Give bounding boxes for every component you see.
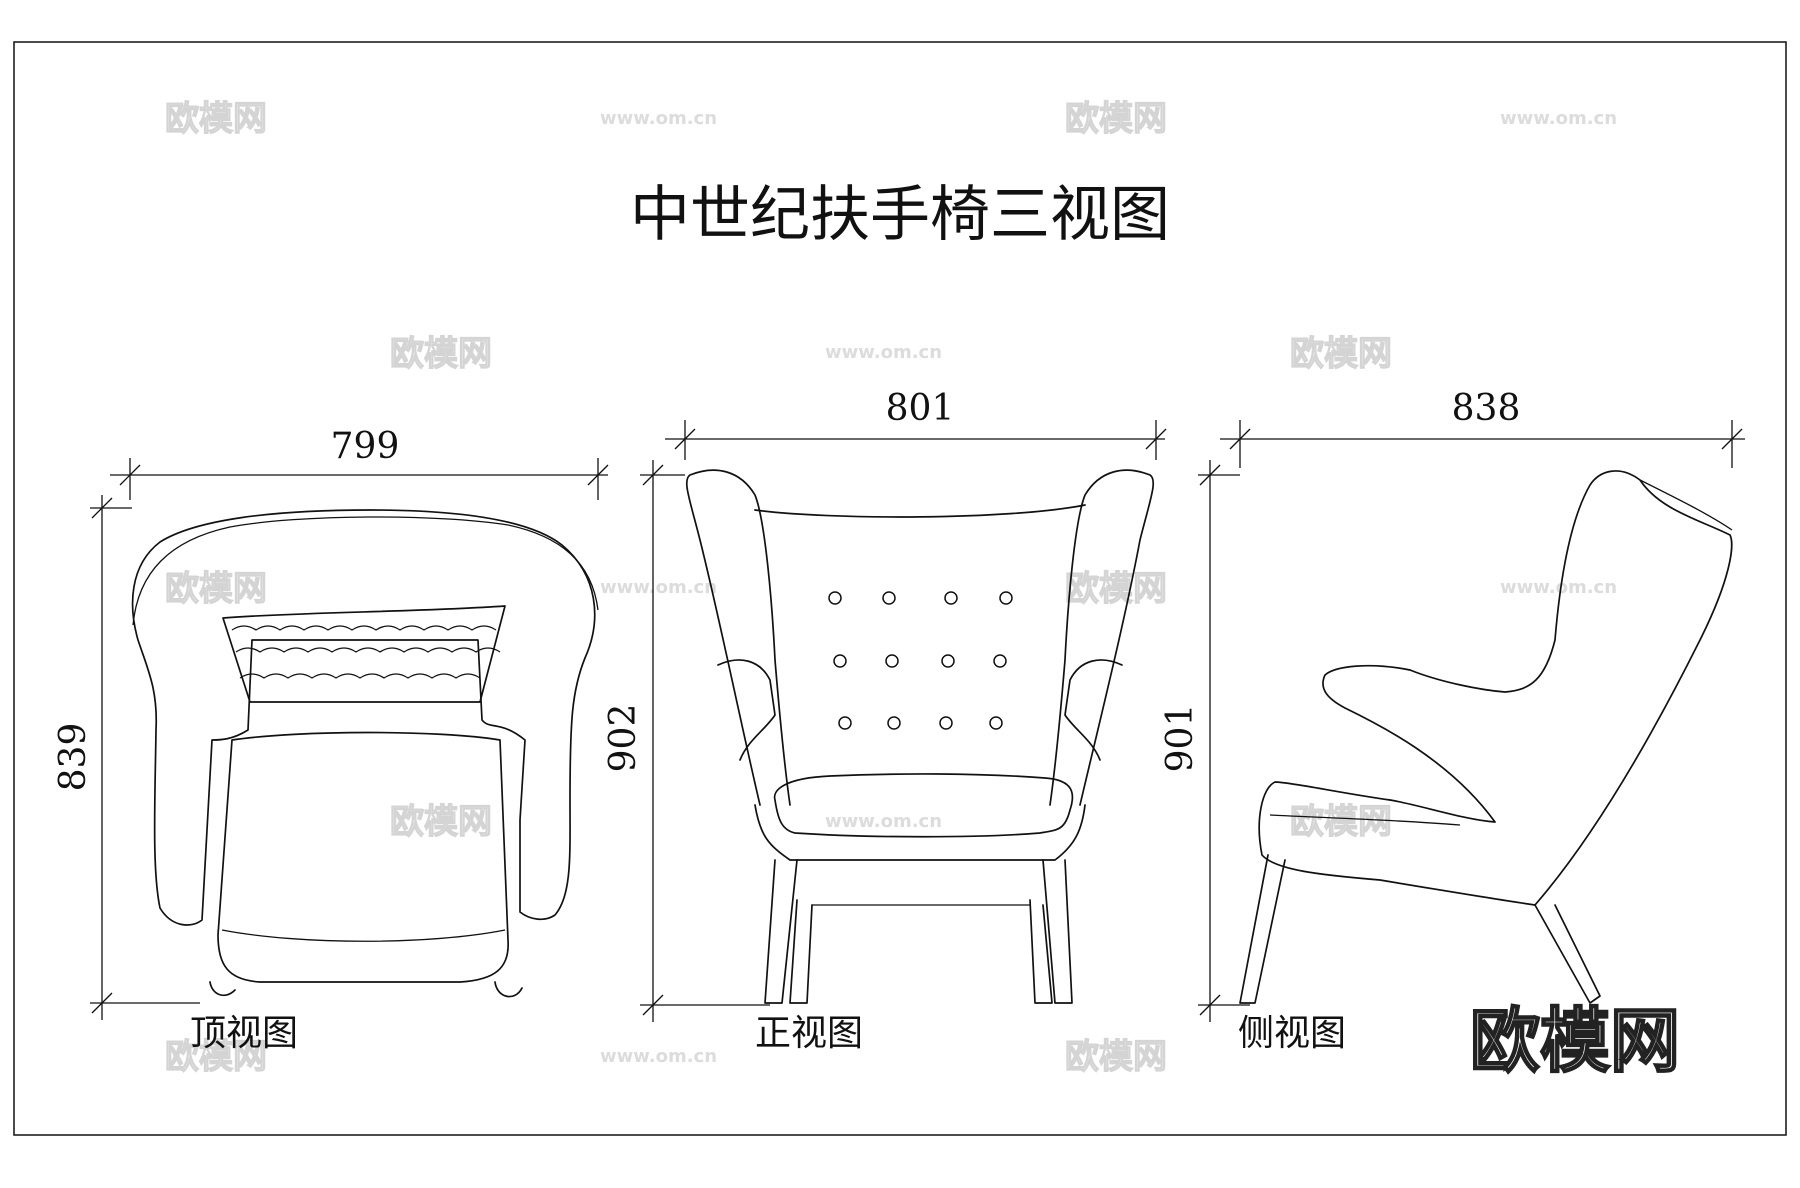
watermark-brand: 欧模网 [1065,99,1167,139]
tufting-button [882,591,896,605]
side-back-top-edge [1639,479,1733,531]
watermark-url: www.om.cn [825,811,942,832]
top-seat-cushion [217,731,509,983]
page-title: 中世纪扶手椅三视图 [630,180,1170,250]
top-backrest [222,605,506,703]
top-back-roll-1 [231,625,497,631]
side-height-value: 901 [1160,704,1201,773]
side-back-shell [1409,470,1733,906]
side-seat [1258,781,1536,906]
top-seat-front-edge [221,929,506,942]
front-right-armrest [1064,659,1123,761]
tufting-button [939,716,953,730]
front-leg-back-left [789,899,813,1004]
tick-mark [674,428,696,450]
tick-mark [642,464,664,486]
tufting-button [941,654,955,668]
watermark-url: www.om.cn [825,342,942,363]
watermark-url: www.om.cn [1500,577,1617,598]
front-left-wing [685,469,791,806]
tick-mark [91,497,113,519]
tick-mark [1145,428,1167,450]
front-leg-back-right [1029,899,1053,1004]
top-depth-value: 839 [53,723,94,792]
side-leg-front [1239,854,1286,1004]
top-back-roll-3 [239,673,481,679]
watermark-layer: 欧模网 www.om.cn 欧模网 www.om.cn 欧模网 www.om.c… [164,98,1617,1077]
front-leg-front-right [1042,859,1073,1004]
top-foot-right [494,981,523,998]
tufting-button [887,716,901,730]
tufting-button [828,591,842,605]
front-height-value: 902 [603,704,644,773]
tick-mark [642,994,664,1016]
tufting-button [989,716,1003,730]
tufting-button [993,654,1007,668]
side-leg-back [1534,904,1601,1004]
side-seat-edge [1269,814,1461,826]
watermark-brand: 欧模网 [1290,802,1392,842]
watermark-brand: 欧模网 [165,1037,267,1077]
front-view: 801 902 [603,388,1167,1054]
tufting-button [838,716,852,730]
front-view-label: 正视图 [755,1013,863,1054]
watermark-brand: 欧模网 [1290,334,1392,374]
front-right-wing [1049,469,1155,806]
tufting-button [885,654,899,668]
top-view: 799 839 顶视图 [53,426,609,1054]
watermark-brand: 欧模网 [1065,1037,1167,1077]
top-outer-shell [131,509,596,926]
tick-mark [587,464,609,486]
drawing-frame [13,41,1787,1136]
tick-mark [1721,428,1743,450]
top-inner-line [132,516,599,626]
top-foot-left [209,981,236,997]
watermark-url: www.om.cn [600,577,717,598]
watermark-brand: 欧模网 [165,99,267,139]
side-armrest [1322,664,1496,823]
tick-mark [1229,428,1251,450]
tick-mark [91,992,113,1014]
front-width-value: 801 [886,388,955,429]
front-seat-cushion [773,773,1074,838]
top-width-value: 799 [331,426,400,467]
tufting-button [944,591,958,605]
tick-mark [119,464,141,486]
side-width-value: 838 [1452,388,1521,429]
brand-logo: 欧模网 [1470,1000,1680,1082]
watermark-brand: 欧模网 [165,569,267,609]
tick-mark [1199,994,1221,1016]
side-view-label: 侧视图 [1238,1013,1346,1054]
watermark-url: www.om.cn [600,108,717,129]
top-view-label: 顶视图 [190,1013,298,1054]
watermark-url: www.om.cn [600,1046,717,1067]
front-leg-front-left [764,859,798,1004]
side-view: 838 901 侧视图 [1160,388,1745,1054]
watermark-brand: 欧模网 [390,802,492,842]
front-seat-base [754,804,1086,861]
top-back-roll-2 [235,647,501,653]
watermark-url: www.om.cn [1500,108,1617,129]
tufting-button [833,654,847,668]
watermark-brand: 欧模网 [390,334,492,374]
tufting-button [999,591,1013,605]
front-left-armrest [717,659,776,761]
front-backrest-top [754,504,1086,518]
tick-mark [1199,464,1221,486]
watermark-brand: 欧模网 [1065,569,1167,609]
